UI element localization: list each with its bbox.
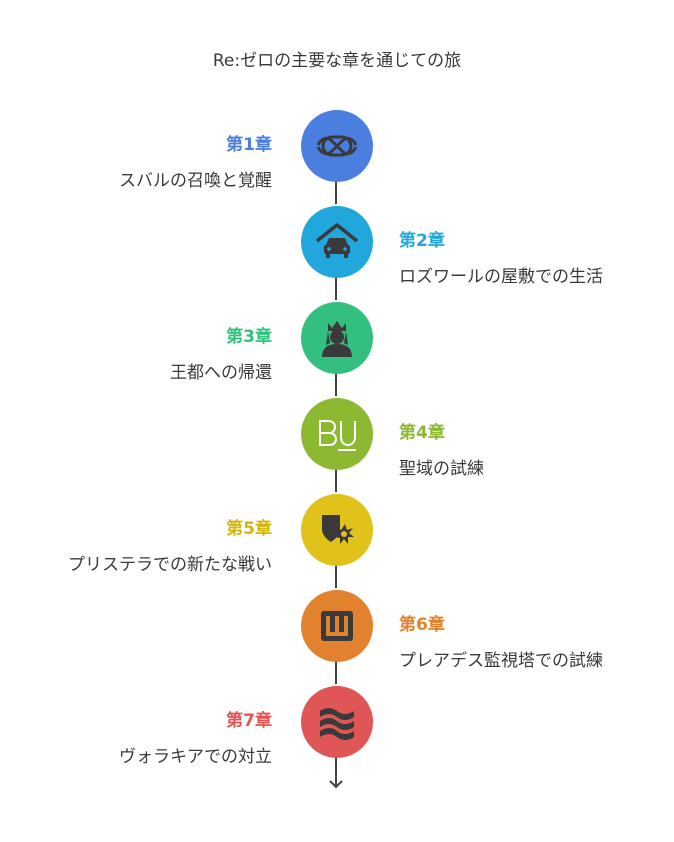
chapter-1-node — [301, 110, 373, 182]
chapter-heading: 第4章 — [399, 423, 445, 443]
chapter-heading: 第1章 — [226, 135, 272, 155]
chapter-heading: 第2章 — [399, 231, 445, 251]
garage-car-icon — [315, 223, 359, 258]
chapter-7-label: 第7章 ヴォラキアでの対立 — [2, 710, 272, 768]
chapter-heading: 第5章 — [226, 519, 272, 539]
chapter-description: プリステラでの新たな戦い — [68, 555, 272, 575]
chapter-1-label: 第1章 スバルの召喚と覚醒 — [2, 134, 272, 192]
chapter-heading: 第6章 — [399, 615, 445, 635]
chapter-description: 王都への帰還 — [170, 363, 272, 383]
chapter-5-label: 第5章 プリステラでの新たな戦い — [2, 518, 272, 576]
chapter-4-node — [301, 398, 373, 470]
connector-line — [335, 277, 337, 300]
chapter-2-label: 第2章 ロズワールの屋敷での生活 — [399, 230, 669, 288]
chapter-description: 聖域の試練 — [399, 459, 484, 479]
link-icon — [316, 135, 358, 157]
shield-burst-icon — [322, 515, 354, 544]
chapter-description: プレアデス監視塔での試練 — [399, 651, 603, 671]
chapter-heading: 第7章 — [226, 711, 272, 731]
chapter-6-node — [301, 590, 373, 662]
connector-line — [335, 181, 337, 204]
chapter-description: ロズワールの屋敷での生活 — [399, 267, 603, 287]
connector-line — [335, 661, 337, 684]
chapter-4-label: 第4章 聖域の試練 — [399, 422, 669, 480]
tower-icon — [321, 611, 353, 641]
chapter-6-label: 第6章 プレアデス監視塔での試練 — [399, 614, 669, 672]
chapter-heading: 第3章 — [226, 327, 272, 347]
bu-logo-icon — [319, 420, 356, 451]
diagram-title: Re:ゼロの主要な章を通じての旅 — [212, 51, 462, 71]
chapter-7-node — [301, 686, 373, 758]
chapter-5-node — [301, 494, 373, 566]
crowned-figure-icon — [322, 321, 352, 357]
connector-line — [335, 373, 337, 396]
connector-line — [335, 469, 337, 492]
connector-line — [335, 565, 337, 588]
arrow-down-icon — [329, 780, 343, 789]
connector-line — [335, 757, 337, 787]
chapter-3-label: 第3章 王都への帰還 — [2, 326, 272, 384]
chapter-2-node — [301, 206, 373, 278]
chapter-3-node — [301, 302, 373, 374]
waves-icon — [320, 708, 354, 740]
chapter-description: ヴォラキアでの対立 — [119, 747, 272, 767]
chapter-description: スバルの召喚と覚醒 — [119, 171, 272, 191]
